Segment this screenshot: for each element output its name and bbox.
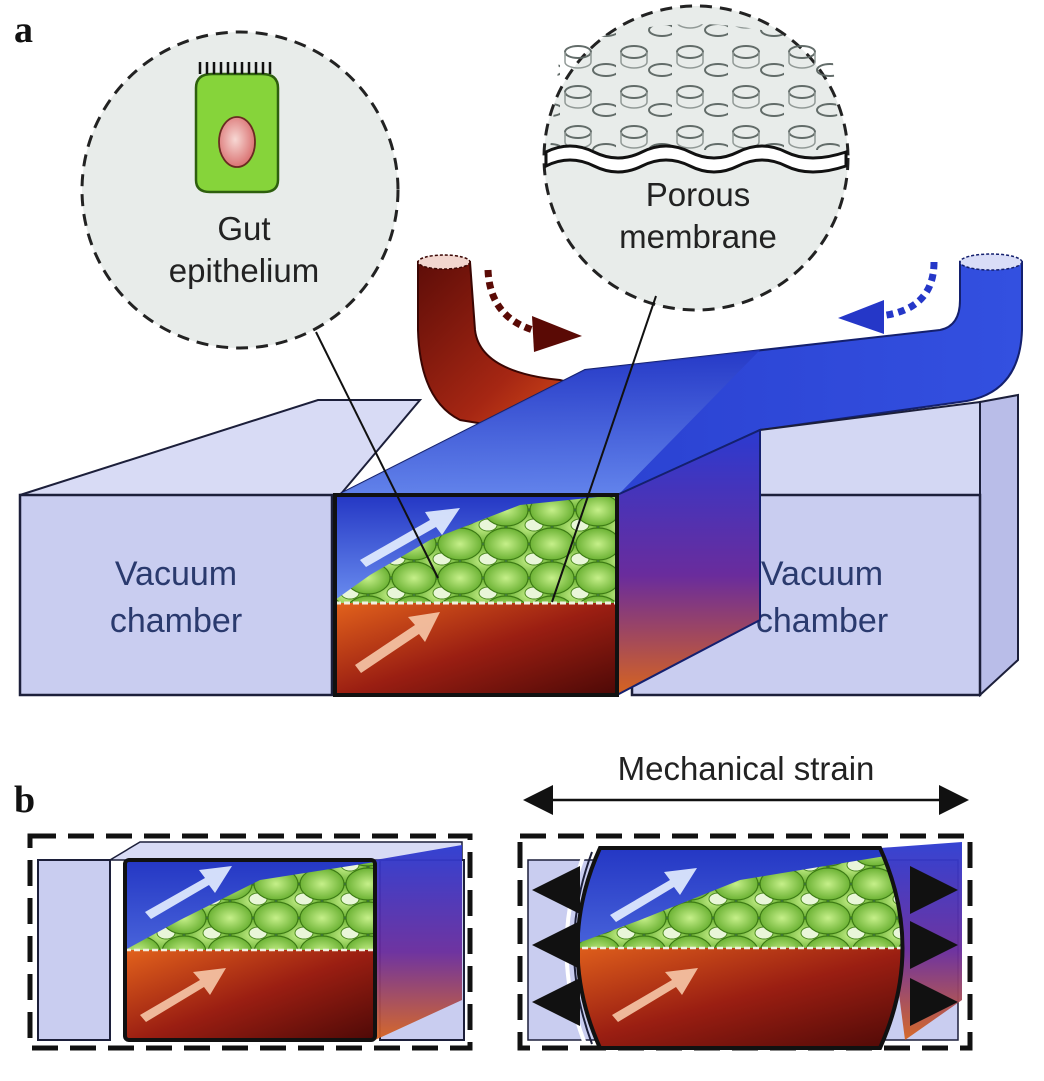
gut-epithelium-label-line2: epithelium bbox=[169, 252, 319, 289]
gut-epithelium-label-line1: Gut bbox=[217, 210, 270, 247]
epithelial-cell-icon bbox=[194, 62, 280, 194]
flow-arrow-top-icon bbox=[360, 508, 460, 567]
membrane-pointer-line bbox=[551, 295, 657, 603]
red-inflow-arrowhead-icon bbox=[532, 316, 582, 352]
porous-membrane-label-line2: membrane bbox=[619, 218, 777, 255]
membrane-layer-icon bbox=[544, 144, 848, 174]
flow-arrow-bottom-icon bbox=[612, 968, 698, 1022]
porous-membrane-callout: Porous membrane bbox=[542, 4, 850, 312]
left-chamber-label-line2: chamber bbox=[110, 602, 242, 640]
stretched-state-diagram bbox=[517, 833, 973, 1051]
panel-a-letter: a bbox=[14, 9, 33, 51]
gut-epithelium-callout: Gut epithelium bbox=[80, 30, 400, 350]
flow-arrow-bottom-icon bbox=[140, 968, 226, 1022]
left-chamber-label-line1: Vacuum bbox=[115, 555, 237, 593]
strain-push-arrows-icon bbox=[532, 866, 958, 1026]
right-chamber-label-line1: Vacuum bbox=[761, 555, 883, 593]
red-inlet-tube bbox=[417, 254, 593, 432]
flow-arrow-top-icon bbox=[145, 866, 232, 919]
blue-outflow-dotted-arrow-icon bbox=[879, 261, 938, 320]
porous-membrane-label-line1: Porous bbox=[646, 176, 751, 213]
central-channel-cross-section bbox=[333, 428, 761, 697]
epithelium-pointer-line bbox=[315, 331, 439, 579]
right-chamber-label-line2: chamber bbox=[756, 602, 888, 640]
relaxed-state-diagram bbox=[27, 833, 473, 1051]
left-vacuum-chamber: Vacuum chamber bbox=[18, 399, 423, 697]
flow-arrow-top-icon bbox=[610, 868, 697, 922]
mechanical-strain-indicator: Mechanical strain bbox=[523, 750, 969, 815]
blue-outflow-arrowhead-icon bbox=[838, 300, 884, 334]
mechanical-strain-label: Mechanical strain bbox=[618, 750, 875, 787]
panel-b-letter: b bbox=[14, 779, 35, 821]
blue-channel bbox=[337, 253, 1023, 496]
flow-arrow-bottom-icon bbox=[355, 612, 440, 673]
red-inflow-dotted-arrow-icon bbox=[484, 269, 541, 336]
